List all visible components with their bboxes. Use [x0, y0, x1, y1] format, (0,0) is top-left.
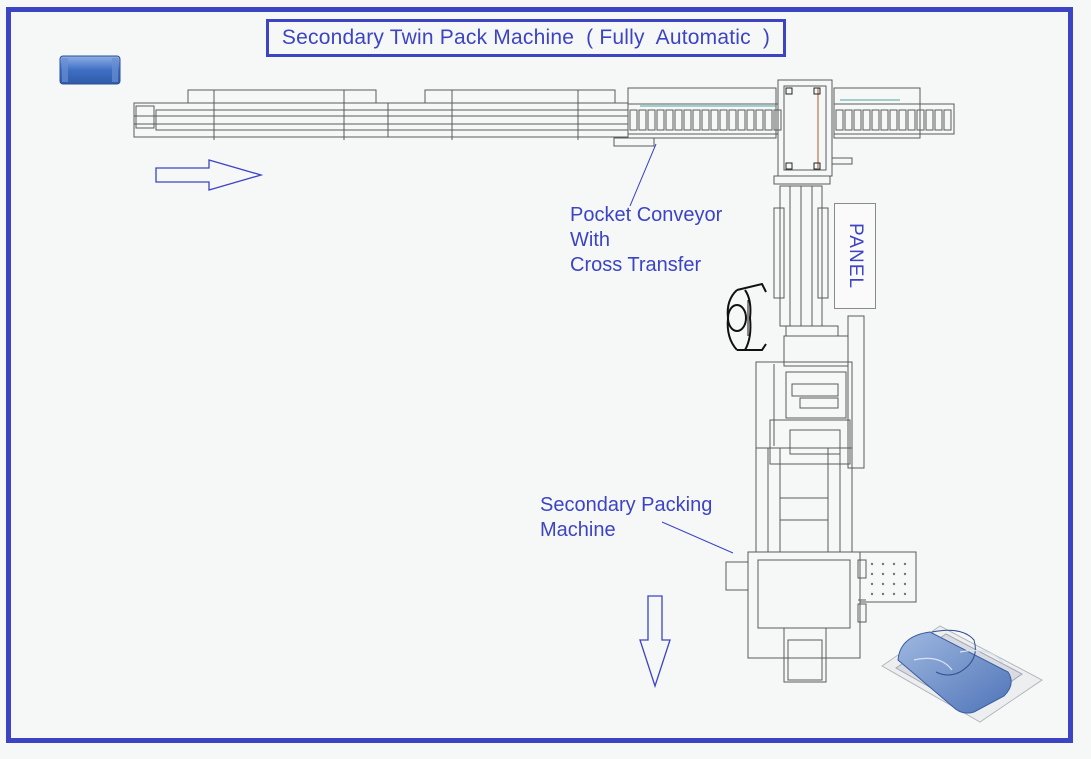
pocket-cell — [665, 109, 674, 131]
perforation-dot — [892, 592, 896, 596]
perforation-dot — [870, 592, 874, 596]
vertical-conveyor — [773, 185, 829, 327]
product-icon — [59, 55, 121, 85]
operator-icon — [726, 282, 767, 351]
pocket-cells — [629, 109, 952, 131]
pocket-cell — [925, 109, 934, 131]
diagram-border — [6, 7, 1073, 743]
perforation-dot — [903, 592, 907, 596]
pocket-cell — [853, 109, 862, 131]
perforation-dot — [881, 582, 885, 586]
pocket-cell — [898, 109, 907, 131]
pocket-cell — [683, 109, 692, 131]
perforation-dot — [892, 562, 896, 566]
control-panel — [834, 203, 876, 309]
diagram-title: Secondary Twin Pack Machine ( Fully Auto… — [266, 19, 786, 57]
pocket-cell — [710, 109, 719, 131]
panel-label: PANEL — [845, 223, 866, 289]
pocket-cell — [916, 109, 925, 131]
secondary-packing-label: Secondary Packing Machine — [540, 494, 713, 541]
pocket-conveyor-accent — [640, 99, 900, 107]
pocket-cell — [647, 109, 656, 131]
pocket-cell — [728, 109, 737, 131]
leader-lines — [629, 143, 734, 554]
pocket-cell — [701, 109, 710, 131]
twin-pack-icon — [881, 625, 1043, 723]
perforation-dot — [870, 562, 874, 566]
perforation-dot — [881, 562, 885, 566]
pocket-cell — [871, 109, 880, 131]
pocket-cell — [862, 109, 871, 131]
pocket-cell — [844, 109, 853, 131]
perforation-dot — [892, 572, 896, 576]
side-table-perforation — [870, 562, 907, 596]
pocket-conveyor-label: Pocket Conveyor With Cross Transfer — [570, 204, 723, 276]
pocket-cell — [755, 109, 764, 131]
perforation-dot — [903, 572, 907, 576]
pocket-cell — [835, 109, 844, 131]
flow-arrow-right-icon — [155, 159, 264, 191]
pocket-cell — [943, 109, 952, 131]
pocket-cell — [656, 109, 665, 131]
pocket-cell — [692, 109, 701, 131]
pocket-cell — [764, 109, 773, 131]
secondary-packing-machine — [725, 315, 917, 683]
pocket-cell — [746, 109, 755, 131]
infeed-conveyor — [133, 89, 629, 140]
perforation-dot — [870, 572, 874, 576]
pocket-cell — [907, 109, 916, 131]
pocket-cell — [638, 109, 647, 131]
cross-transfer-unit — [773, 79, 853, 185]
perforation-dot — [903, 562, 907, 566]
pocket-cell — [934, 109, 943, 131]
perforation-dot — [903, 582, 907, 586]
perforation-dot — [881, 572, 885, 576]
pocket-cell — [674, 109, 683, 131]
perforation-dot — [870, 582, 874, 586]
pocket-cell — [737, 109, 746, 131]
flow-arrow-down-icon — [639, 595, 671, 689]
pocket-cell — [880, 109, 889, 131]
pocket-cell — [719, 109, 728, 131]
perforation-dot — [881, 592, 885, 596]
pocket-cell — [629, 109, 638, 131]
pocket-cell — [889, 109, 898, 131]
perforation-dot — [892, 582, 896, 586]
